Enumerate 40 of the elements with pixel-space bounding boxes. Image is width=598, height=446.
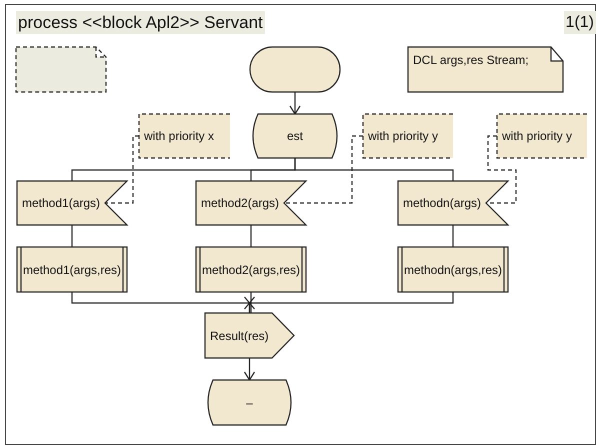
flow-arrow <box>244 358 256 381</box>
comment-text: with priority y <box>368 129 438 143</box>
flow-line <box>250 225 252 247</box>
state-symbol <box>250 114 340 158</box>
flow-line <box>250 292 252 313</box>
leader-line <box>284 135 363 204</box>
procedure-name: method1(args,res) <box>22 262 122 276</box>
state-symbol <box>205 380 294 425</box>
flow-line <box>452 225 454 247</box>
signal-name: method2(args) <box>201 196 280 210</box>
comment-text: with priority x <box>144 129 214 143</box>
comment-symbol <box>16 47 106 92</box>
procedure-call-symbol <box>196 247 306 292</box>
input-signal-symbol <box>17 181 127 225</box>
page-number: 1(1) <box>564 11 596 34</box>
leader-line <box>105 135 139 204</box>
output-signal-symbol <box>205 313 294 358</box>
procedure-name: methodn(args,res) <box>402 262 504 276</box>
flow-arrow <box>289 92 301 115</box>
flow-line <box>71 225 73 247</box>
procedure-call-symbol <box>398 247 508 292</box>
state-name: est <box>286 129 304 143</box>
procedure-call-symbol <box>17 247 127 292</box>
signal-name: Result(res) <box>210 328 269 342</box>
procedure-name: method2(args,res) <box>200 262 302 276</box>
diagram-title: process <<block Apl2>> Servant <box>16 11 265 34</box>
text-symbol <box>408 47 563 92</box>
input-signal-symbol <box>196 181 306 225</box>
comment-symbol <box>497 114 587 158</box>
signal-name: methodn(args) <box>403 196 482 210</box>
flow-line <box>294 158 454 181</box>
comment-symbol <box>363 114 453 158</box>
input-signal-symbol <box>398 181 508 225</box>
start-symbol <box>250 47 340 92</box>
declaration-text: DCL args,res Stream; <box>413 53 529 67</box>
signal-name: method1(args) <box>22 196 100 210</box>
comment-symbol <box>139 114 230 158</box>
comment-text: with priority y <box>502 129 572 143</box>
flow-line <box>248 292 454 313</box>
state-name: – <box>245 396 254 410</box>
